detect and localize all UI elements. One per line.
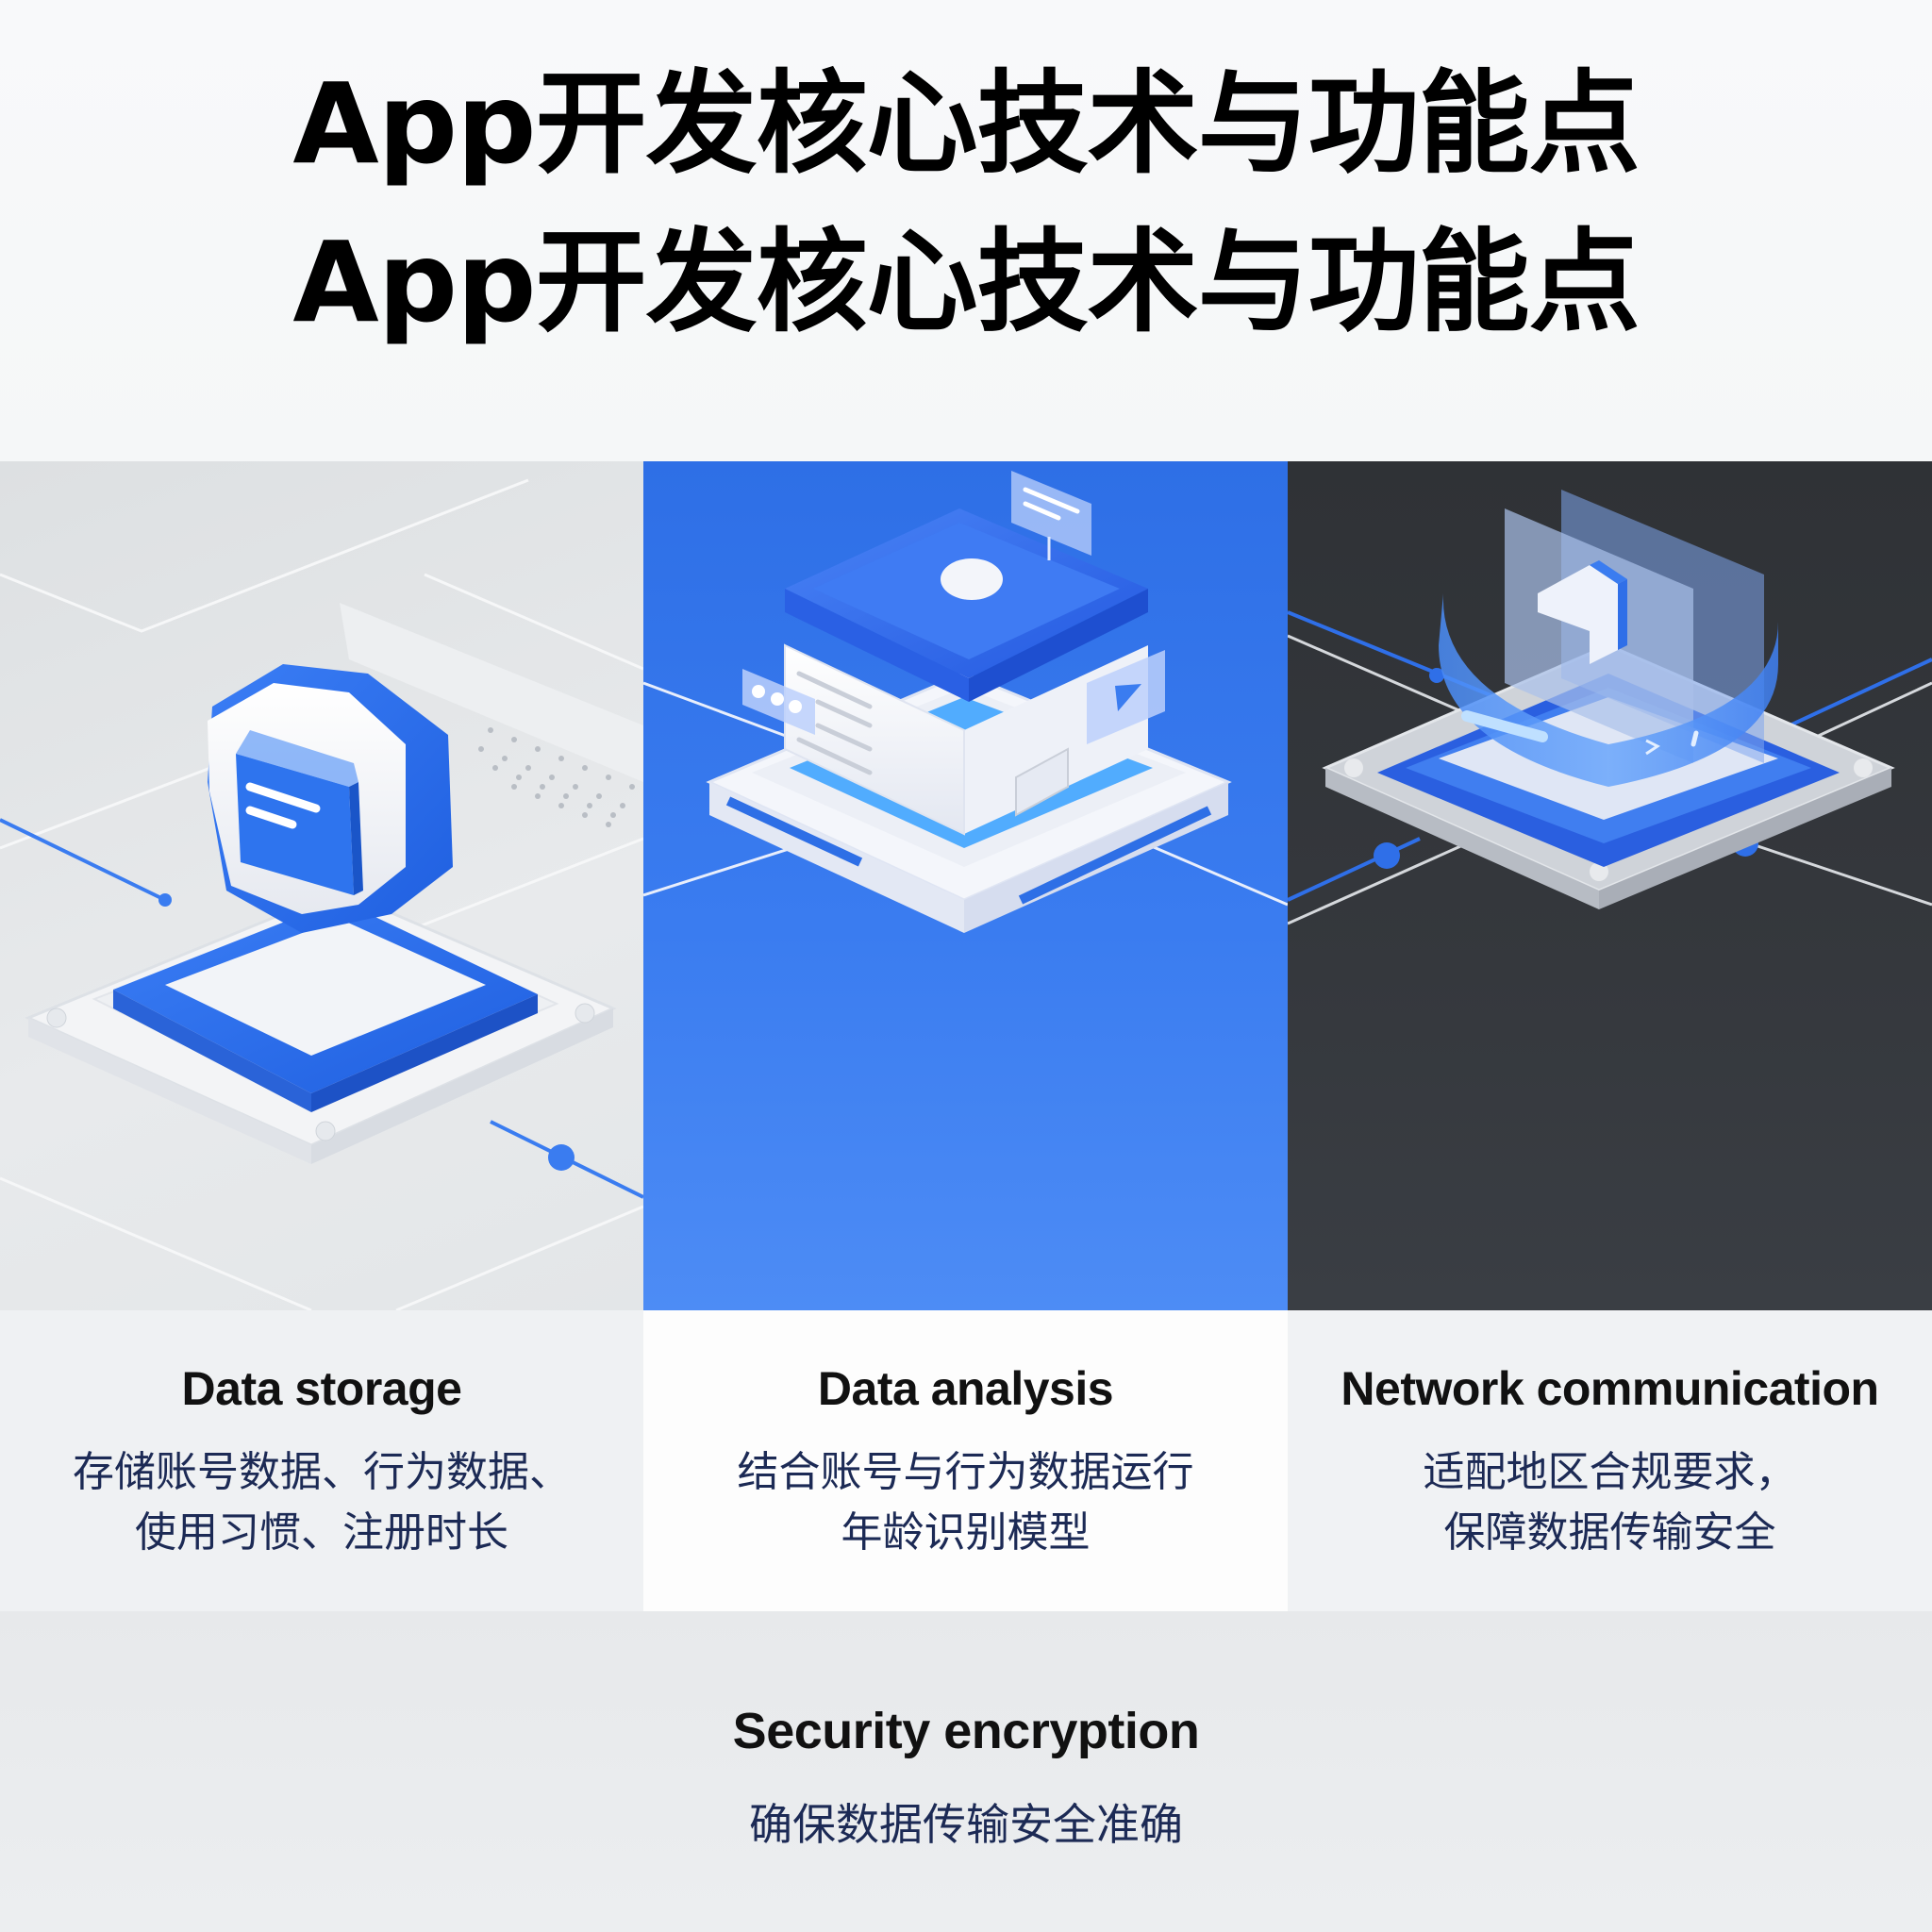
feature-description: 确保数据传输安全准确	[749, 1799, 1183, 1850]
page-title-repeat: App开发核心技术与功能点	[292, 217, 1640, 347]
analysis-illustration-panel	[643, 461, 1288, 1310]
description-line: 年龄识别模型	[841, 1508, 1091, 1557]
feature-captions: Data storage 存储账号数据、行为数据、 使用习惯、注册时长 Data…	[0, 1310, 1932, 1611]
description-line: 适配地区合规要求，	[1423, 1448, 1797, 1496]
description-line: 存储账号数据、行为数据、	[73, 1448, 571, 1496]
feature-description: 存储账号数据、行为数据、 使用习惯、注册时长	[0, 1442, 643, 1563]
description-line: 保障数据传输安全	[1443, 1508, 1776, 1557]
description-line: 结合账号与行为数据运行	[737, 1448, 1194, 1496]
feature-card-data-analysis: Data analysis 结合账号与行为数据运行 年龄识别模型	[643, 1310, 1288, 1611]
feature-description: 适配地区合规要求， 保障数据传输安全	[1288, 1442, 1932, 1563]
header: App开发核心技术与功能点 App开发核心技术与功能点	[0, 0, 1932, 461]
feature-description: 结合账号与行为数据运行 年龄识别模型	[643, 1442, 1288, 1563]
feature-title: Data analysis	[817, 1362, 1114, 1415]
feature-illustrations	[0, 461, 1932, 1310]
feature-card-network-communication: Network communication 适配地区合规要求， 保障数据传输安全	[1288, 1310, 1932, 1611]
feature-title: Security encryption	[732, 1703, 1200, 1759]
storage-illustration-panel	[0, 461, 643, 1310]
feature-title: Network communication	[1341, 1362, 1879, 1415]
shield-document-icon	[0, 478, 643, 1310]
feature-card-data-storage: Data storage 存储账号数据、行为数据、 使用习惯、注册时长	[0, 1310, 643, 1611]
description-line: 使用习惯、注册时长	[135, 1508, 508, 1557]
feature-title: Data storage	[181, 1362, 462, 1415]
page-title: App开发核心技术与功能点	[292, 58, 1640, 189]
server-cube-icon	[643, 471, 1288, 933]
network-ring-icon	[1288, 490, 1932, 925]
feature-card-security-encryption: Security encryption 确保数据传输安全准确	[0, 1611, 1932, 1932]
network-illustration-panel	[1288, 461, 1932, 1310]
